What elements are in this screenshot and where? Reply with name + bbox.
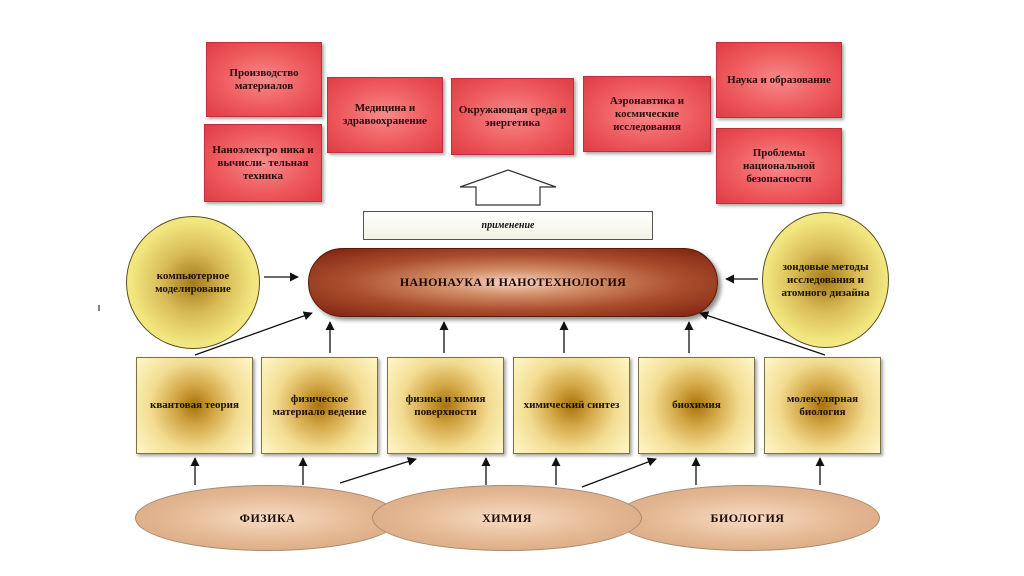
center-nanoscience: НАНОНАУКА И НАНОТЕХНОЛОГИЯ [308,248,718,317]
method-computer-modeling: компьютерное моделирование [126,216,260,349]
discipline-quantum-theory: квантовая теория [136,357,253,454]
discipline-molecular-biology: молекулярная биология [764,357,881,454]
arrow-molecular-biology [699,311,826,356]
application-materials: Производство материалов [206,42,322,117]
method-probe-atomic-design: зондовые методы исследования и атомного … [762,212,889,348]
application-label: применение [363,211,653,240]
application-nanoelectronics: Наноэлектро ника и вычисли- тельная техн… [204,124,322,202]
application-environment: Окружающая среда и энергетика [451,78,574,155]
discipline-biochemistry: биохимия [638,357,755,454]
discipline-chemical-synthesis: химический синтез [513,357,630,454]
arrow-chemistry-3 [581,457,657,488]
foundation-chemistry: ХИМИЯ [372,485,642,551]
application-security: Проблемы национальной безопасности [716,128,842,204]
application-medicine: Медицина и здравоохранение [327,77,443,153]
discipline-surface-physics-chemistry: физика и химия поверхности [387,357,504,454]
application-aerospace: Аэронавтика и космические исследования [583,76,711,152]
application-arrow-shape [459,169,557,206]
arrow-quantum [194,311,313,356]
foundation-biology: БИОЛОГИЯ [615,485,880,551]
arrow-physics-3 [339,457,417,484]
discipline-materials-science: физическое материало ведение [261,357,378,454]
application-science: Наука и образование [716,42,842,118]
foundation-physics: ФИЗИКА [135,485,400,551]
